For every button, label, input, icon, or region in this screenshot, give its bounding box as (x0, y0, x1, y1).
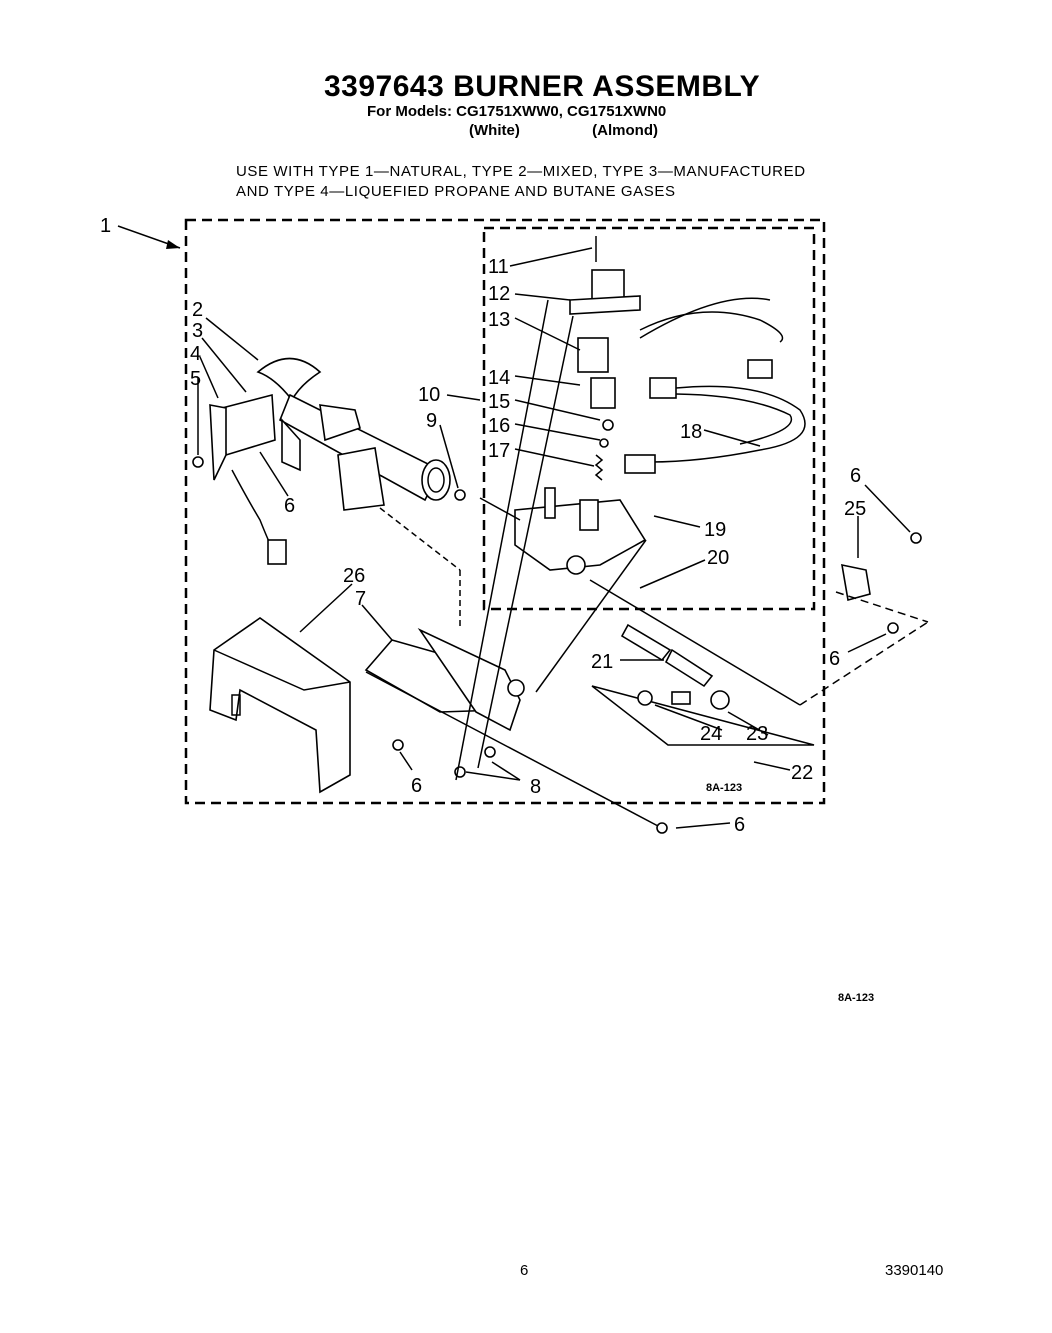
callout-17: 17 (488, 440, 510, 462)
valve-mounting-plate (364, 628, 525, 732)
callout-25: 25 (844, 498, 866, 520)
document-number: 3390140 (885, 1262, 944, 1279)
callout-11: 11 (488, 256, 509, 278)
callout-5: 5 (190, 368, 201, 390)
callout-12: 12 (488, 283, 510, 305)
callout-18: 18 (680, 421, 702, 443)
callout-19: 19 (704, 519, 726, 541)
callout-23: 23 (746, 723, 768, 745)
callout-3: 3 (192, 320, 203, 342)
model-colors: (White) (Almond) (469, 122, 658, 139)
callout-24: 24 (700, 723, 722, 745)
callout-1: 1 (100, 215, 111, 237)
callout-15: 15 (488, 391, 510, 413)
callout-13: 13 (488, 309, 510, 331)
arrowhead-1 (166, 240, 180, 249)
callout-20: 20 (707, 547, 729, 569)
inlet-bracket (835, 563, 929, 623)
color-almond: (Almond) (592, 122, 658, 139)
callout-6-e: 6 (734, 814, 745, 836)
callout-22: 22 (791, 762, 813, 784)
footer-code: 8A-123 (838, 992, 875, 1004)
gas-fittings (591, 623, 815, 746)
callout-6-d: 6 (411, 775, 422, 797)
callout-8: 8 (530, 776, 541, 798)
callout-10: 10 (418, 384, 440, 406)
callout-2: 2 (192, 299, 203, 321)
diagram-code: 8A-123 (706, 782, 743, 794)
gas-type-note: USE WITH TYPE 1—NATURAL, TYPE 2—MIXED, T… (236, 162, 806, 202)
page-number: 6 (520, 1262, 529, 1279)
wiring-harness (624, 297, 806, 474)
callout-21: 21 (591, 651, 613, 673)
valve-coil-stack (569, 236, 641, 481)
callout-4: 4 (190, 343, 201, 365)
burner-tube (256, 357, 451, 502)
screws (192, 456, 922, 834)
callout-7: 7 (355, 588, 366, 610)
color-white: (White) (469, 122, 520, 139)
flame-sensor-plate (337, 447, 385, 511)
model-list: For Models: CG1751XWW0, CG1751XWN0 (367, 103, 667, 120)
callout-6-b: 6 (850, 465, 861, 487)
igniter-bracket (209, 393, 301, 565)
leader-lines (197, 247, 929, 829)
burner-mounting-bracket (209, 617, 351, 794)
gas-note-line-1: USE WITH TYPE 1—NATURAL, TYPE 2—MIXED, T… (236, 163, 806, 180)
callout-26: 26 (343, 565, 365, 587)
callout-9: 9 (426, 410, 437, 432)
callout-14: 14 (488, 367, 510, 389)
gas-note-line-2: AND TYPE 4—LIQUEFIED PROPANE AND BUTANE … (236, 183, 676, 200)
callout-6-c: 6 (829, 648, 840, 670)
valve-subassembly-boundary (482, 226, 816, 611)
callout-6-a: 6 (284, 495, 295, 517)
callout-16: 16 (488, 415, 510, 437)
gas-valve-body (514, 487, 647, 575)
page-title: 3397643 BURNER ASSEMBLY (324, 70, 761, 103)
assembly-boundary (184, 218, 826, 805)
